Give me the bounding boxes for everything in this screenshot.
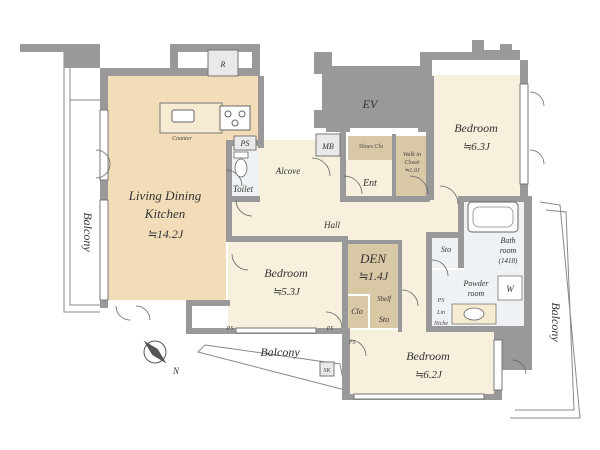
mb-label: MB [321, 142, 334, 151]
stove-icon [219, 105, 251, 131]
ev-label: EV [362, 97, 379, 111]
washer-space [497, 275, 523, 301]
door-swing-icon [343, 175, 363, 195]
bed-se-floor [346, 330, 494, 398]
windows [99, 83, 529, 400]
door-swing-icon [115, 305, 131, 321]
washer-label: W [506, 284, 515, 294]
bath-label-line1: Bath [500, 236, 515, 245]
labels: Living Dining Kitchen ≒14.2J Bedroom ≒6.… [81, 60, 563, 381]
hall-label: Hall [323, 220, 341, 230]
balcony-south-label: Balcony [260, 345, 300, 359]
ps-bottom-mid-label: PS [326, 326, 334, 332]
alcove-floor [260, 140, 312, 200]
shelf-label: Shelf [377, 295, 392, 303]
washbasin-icon [451, 303, 497, 325]
ps-bottom-right-label: PS [348, 340, 356, 346]
r-label: R [220, 60, 226, 69]
bath-label-line3: (1418) [499, 257, 518, 265]
powder-label-line2: room [468, 289, 485, 298]
ps-bottom-left-label: PS [226, 326, 234, 332]
toilet-icon [233, 151, 249, 178]
ent-label: Ent [362, 178, 377, 189]
door-swing-icon [311, 157, 331, 177]
bed-center-size: ≒5.3J [272, 286, 301, 298]
ldk-label-line1: Living Dining [128, 188, 202, 203]
toilet-label: Toilet [233, 184, 254, 194]
lin-label: Lin [436, 310, 445, 316]
balcony-east-label: Balcony [549, 302, 563, 342]
balcony-west-label: Balcony [81, 212, 95, 252]
door-swing-icon [235, 199, 253, 217]
door-swing-icon [529, 91, 545, 107]
balcony-east-area [510, 201, 581, 419]
den-floor [348, 244, 398, 294]
counter-label: Counter [172, 136, 192, 142]
ldk-size: ≒14.2J [147, 227, 184, 241]
door-swing-icon [231, 253, 249, 271]
bed-center-label: Bedroom [264, 266, 308, 280]
alcove-label: Alcove [275, 166, 300, 176]
powder-label-line1: Powder [463, 279, 490, 288]
bathtub-icon [467, 201, 519, 233]
door-swing-icon [439, 185, 459, 205]
door-swing-icon [349, 339, 367, 357]
sto-hall-floor [430, 236, 462, 268]
door-swing-icon [135, 305, 151, 321]
compass-icon [143, 340, 167, 364]
kitchen-fixtures [159, 102, 251, 134]
den-size: ≒1.4J [358, 269, 389, 283]
ldk-label-line2: Kitchen [144, 206, 185, 221]
door-swing-icon [511, 359, 527, 375]
bed-se-size: ≒6.2J [414, 369, 443, 381]
sk-label: SK [323, 368, 331, 374]
sto-hall-label: Sto [441, 245, 451, 254]
sto-den-label: Sto [379, 315, 389, 324]
bed-ne-size: ≒6.3J [462, 141, 491, 153]
compass-n-label: N [172, 366, 180, 376]
bed-ne-floor [432, 75, 526, 200]
niche-label: Niche [433, 321, 448, 327]
sink-icon [171, 109, 195, 123]
shoes-clo-floor [348, 136, 394, 160]
ps-top-label: PS [240, 139, 250, 148]
door-swing-icon [409, 175, 429, 195]
bath-label-line2: room [500, 246, 517, 255]
ps-lin-label: PS [437, 298, 445, 304]
shelf-floor [370, 294, 398, 328]
door-swing-icon [529, 149, 545, 165]
balcony-west-area [63, 52, 100, 313]
walkin-label-line2: Closet [404, 160, 420, 166]
entry-floor [344, 160, 392, 200]
door-swing-icon [95, 149, 111, 179]
bed-ne-label: Bedroom [454, 121, 498, 135]
door-swing-icon [431, 259, 449, 277]
walkin-size: ≒1.0J [404, 168, 420, 174]
clo-label: Clo [351, 307, 363, 316]
door-swing-icon [325, 311, 343, 329]
walkin-label-line1: Walk in [403, 152, 421, 158]
bed-se-label: Bedroom [406, 349, 450, 363]
door-swing-icon [401, 289, 419, 307]
shoes-clo-label: Shoes Clo [359, 144, 383, 150]
den-label: DEN [359, 251, 387, 266]
bed-center-floor [228, 242, 344, 328]
walkin-floor [394, 136, 430, 200]
clo-floor [348, 296, 368, 328]
